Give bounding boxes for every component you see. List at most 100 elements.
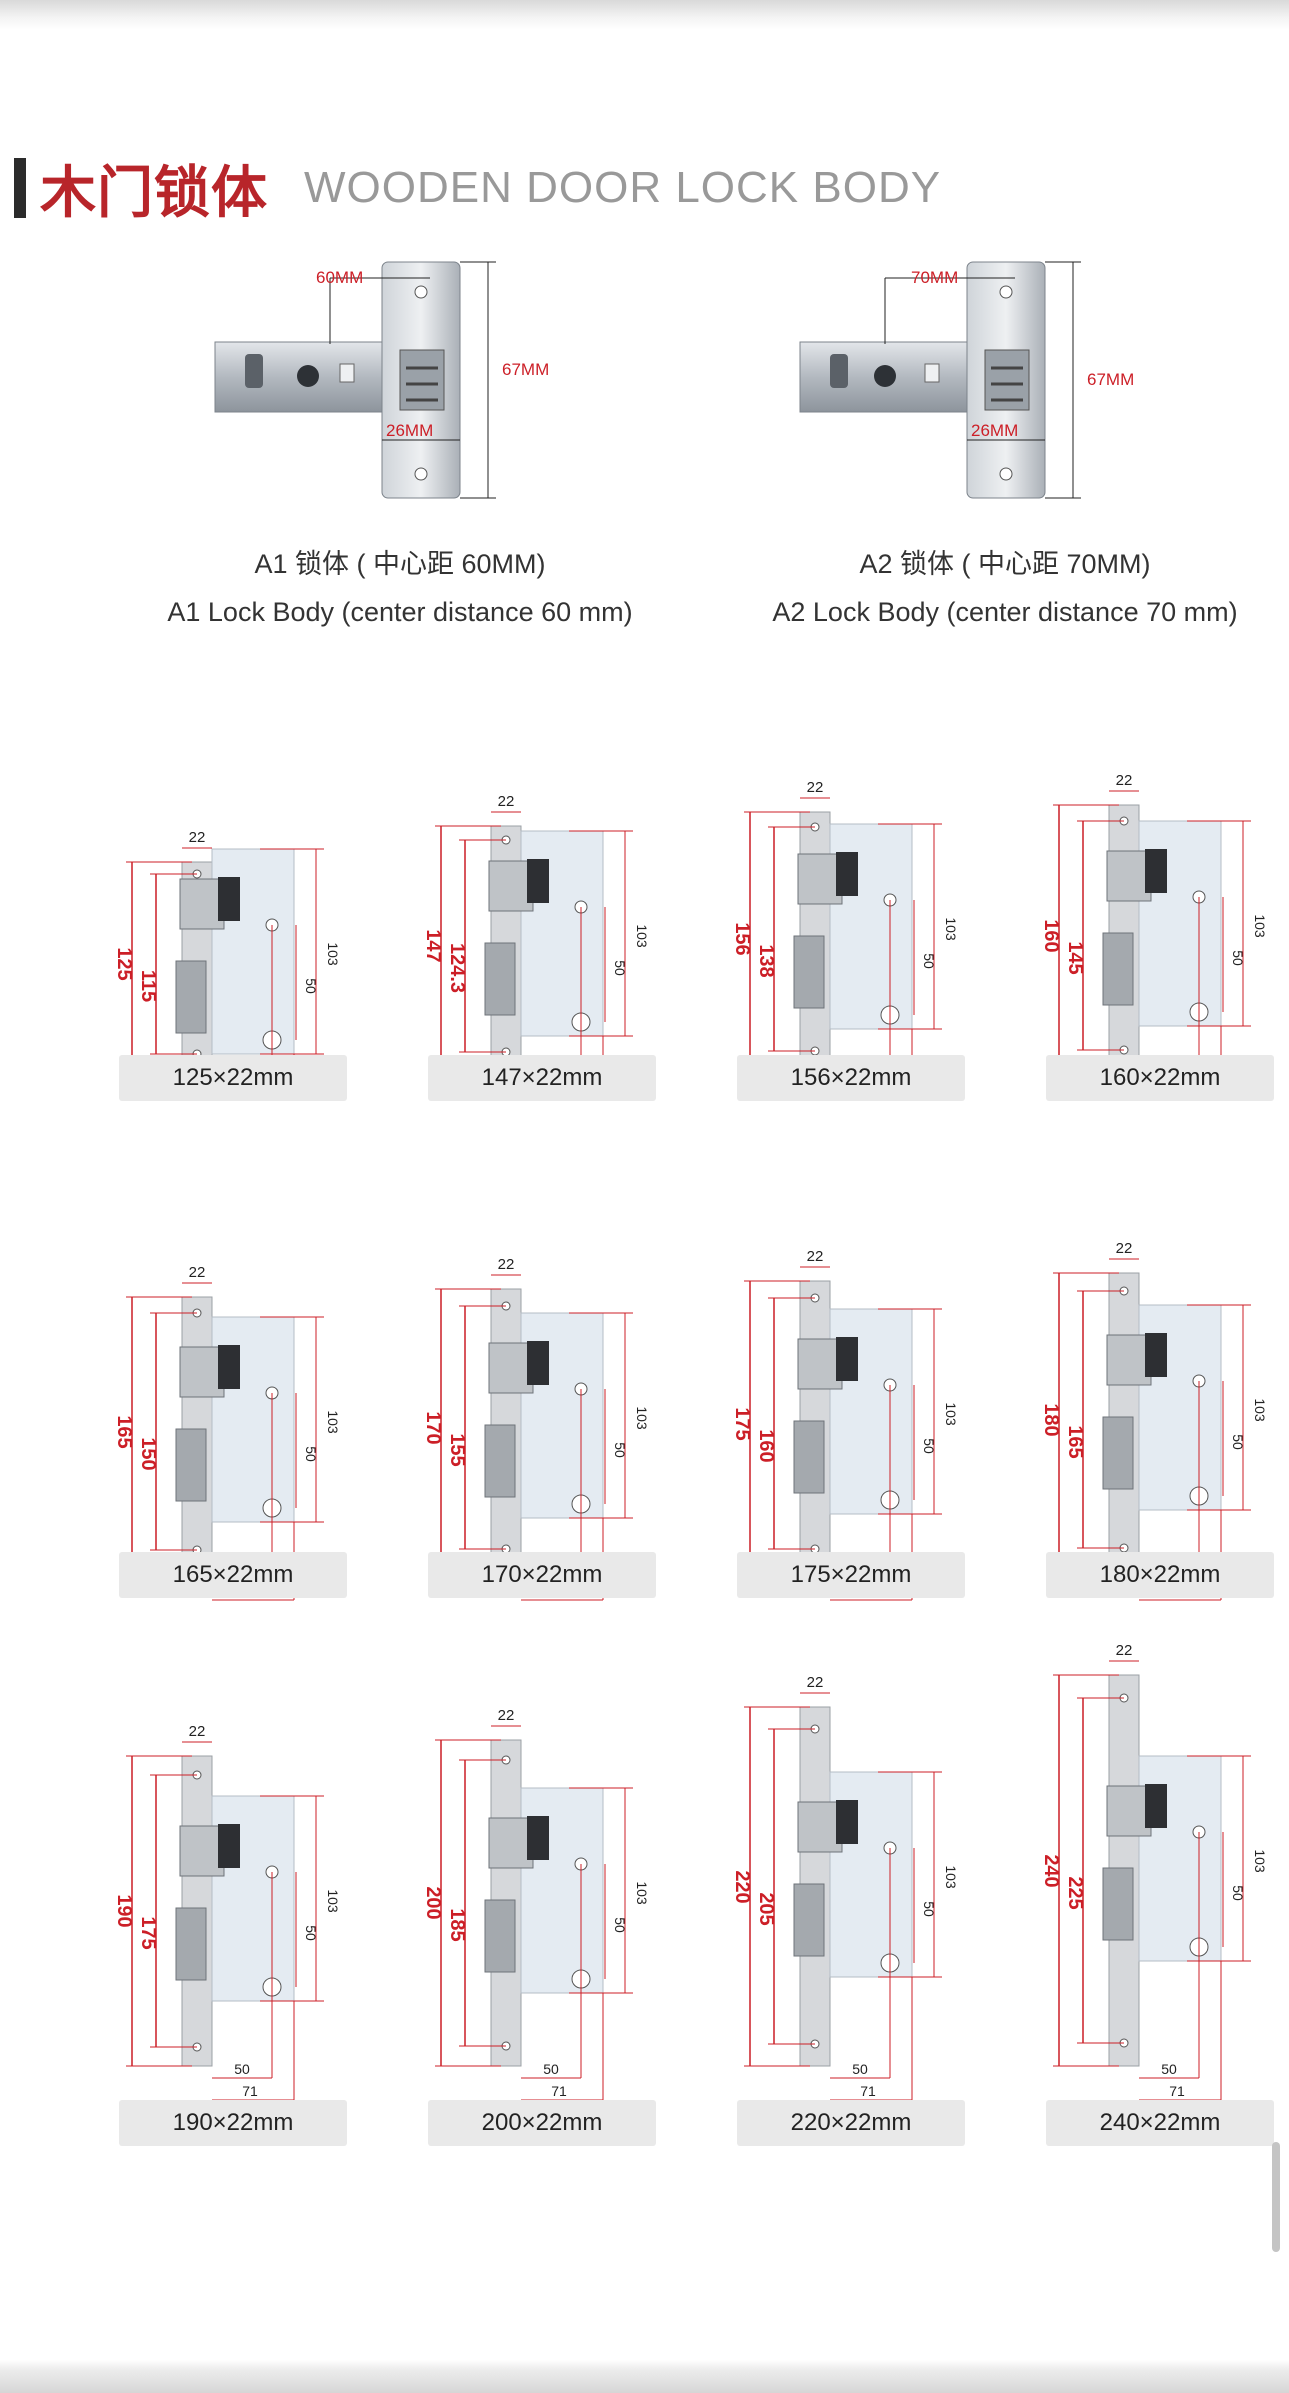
face-width-value: 22 xyxy=(189,1264,206,1281)
latch-bolt xyxy=(797,853,843,905)
length-value: 165 xyxy=(113,1415,135,1448)
latch-bolt xyxy=(1106,1785,1152,1837)
scrollbar-thumb[interactable] xyxy=(1272,2142,1280,2252)
dead-bolt xyxy=(1102,1416,1134,1490)
latch-bolt xyxy=(488,1817,534,1869)
spindle-gap-value: 50 xyxy=(303,978,319,994)
latch-mechanism xyxy=(1145,1784,1167,1828)
length-value: 147 xyxy=(422,929,444,962)
dead-bolt xyxy=(793,935,825,1009)
hole-pitch-value: 175 xyxy=(137,1916,159,1949)
case-height-value: 103 xyxy=(1252,1849,1268,1873)
spindle-gap-value: 50 xyxy=(921,1901,937,1917)
face-width-value: 22 xyxy=(1116,772,1133,789)
size-label: 160×22mm xyxy=(1046,1055,1274,1101)
backset-71-value: 71 xyxy=(242,2083,258,2099)
case-height-value: 103 xyxy=(325,1410,341,1434)
latch-bolt xyxy=(488,1342,534,1394)
face-width-value: 22 xyxy=(498,1707,515,1724)
size-label: 200×22mm xyxy=(428,2100,656,2146)
size-label: 220×22mm xyxy=(737,2100,965,2146)
face-width-value: 22 xyxy=(807,1674,824,1691)
backset-50-value: 50 xyxy=(852,2061,868,2077)
caption-a2: A2 锁体 ( 中心距 70MM) A2 Lock Body (center d… xyxy=(705,540,1289,636)
caption-a2-en: A2 Lock Body (center distance 70 mm) xyxy=(772,597,1238,627)
lock-body-cell: 15613822103505071 xyxy=(728,776,1028,1120)
face-width-value: 22 xyxy=(189,829,206,846)
section-title: 木门锁体 WOODEN DOOR LOCK BODY xyxy=(14,158,942,224)
lock-body-diagram: 15613822103505071 xyxy=(731,779,959,1101)
hole-pitch-value: 138 xyxy=(755,944,777,977)
lock-body-diagram: 12511522103505071 xyxy=(113,829,341,1101)
backset-71-value: 71 xyxy=(860,2083,876,2099)
latch-mechanism xyxy=(527,859,549,903)
dead-bolt xyxy=(793,1883,825,1957)
case-height-value: 103 xyxy=(1252,1398,1268,1422)
length-value: 200 xyxy=(422,1886,444,1919)
length-value: 240 xyxy=(1040,1854,1062,1887)
backset-50-value: 50 xyxy=(543,2061,559,2077)
lock-body-diagram: 17015522103505071 xyxy=(422,1256,650,1601)
spindle-gap-value: 50 xyxy=(1230,950,1246,966)
face-width-value: 22 xyxy=(189,1723,206,1740)
face-width-value: 22 xyxy=(807,779,824,796)
hole-pitch-value: 150 xyxy=(137,1437,159,1470)
lock-body-cell: 12511522103505071 xyxy=(110,826,410,1120)
latch-bolt xyxy=(179,878,225,930)
latch-mechanism xyxy=(527,1816,549,1860)
latch-mechanism xyxy=(527,1341,549,1385)
backset-71-value: 71 xyxy=(1169,2083,1185,2099)
hole-pitch-value: 165 xyxy=(1064,1425,1086,1458)
spindle-gap-value: 50 xyxy=(612,960,628,976)
hole-pitch-value: 115 xyxy=(137,970,159,1002)
size-label: 190×22mm xyxy=(119,2100,347,2146)
lock-body-diagram: 16515022103505071 xyxy=(113,1264,341,1601)
caption-a1-en: A1 Lock Body (center distance 60 mm) xyxy=(167,597,633,627)
backset-71-value: 71 xyxy=(551,2083,567,2099)
dead-bolt xyxy=(175,960,207,1034)
backset-label: 70MM xyxy=(911,268,958,287)
lock-photo-a2: 70MM 67MM 26MM xyxy=(795,250,1155,510)
latch-mechanism xyxy=(1145,849,1167,893)
latch-mechanism xyxy=(218,1824,240,1868)
caption-a1: A1 锁体 ( 中心距 60MM) A1 Lock Body (center d… xyxy=(100,540,700,636)
lock-body-cell: 16014522103505071 xyxy=(1037,769,1289,1120)
face-width-value: 22 xyxy=(1116,1240,1133,1257)
length-value: 125 xyxy=(113,947,135,980)
size-label: 180×22mm xyxy=(1046,1552,1274,1598)
latch-bolt xyxy=(1106,850,1152,902)
size-label: 165×22mm xyxy=(119,1552,347,1598)
title-english: WOODEN DOOR LOCK BODY xyxy=(304,163,942,212)
latch-mechanism xyxy=(218,1345,240,1389)
latch-bolt xyxy=(179,1825,225,1877)
lock-body-cell: 17516022103505071 xyxy=(728,1245,1028,1620)
caption-a2-cn: A2 锁体 ( 中心距 70MM) xyxy=(859,549,1151,579)
spindle-gap-value: 50 xyxy=(1230,1434,1246,1450)
spindle-gap-value: 50 xyxy=(921,1438,937,1454)
backset-50-value: 50 xyxy=(234,2061,250,2077)
lock-body-cell: 17015522103505071 xyxy=(419,1253,719,1620)
case-height-value: 103 xyxy=(943,1402,959,1426)
hole-pitch-value: 124.3 xyxy=(446,943,468,993)
case-height-value: 103 xyxy=(325,942,341,966)
lock-case xyxy=(211,1316,295,1523)
spindle-gap-value: 50 xyxy=(303,1446,319,1462)
size-label: 240×22mm xyxy=(1046,2100,1274,2146)
length-value: 156 xyxy=(731,922,753,955)
case-height-value: 103 xyxy=(943,1865,959,1889)
lock-body-diagram: 17516022103505071 xyxy=(731,1248,959,1601)
case-height-value: 103 xyxy=(325,1889,341,1913)
spindle-gap-value: 50 xyxy=(612,1442,628,1458)
case-height-value: 103 xyxy=(634,1881,650,1905)
case-height-value: 103 xyxy=(634,1406,650,1430)
size-label: 170×22mm xyxy=(428,1552,656,1598)
length-value: 170 xyxy=(422,1411,444,1444)
lock-body-cell: 18016522103505071 xyxy=(1037,1237,1289,1620)
